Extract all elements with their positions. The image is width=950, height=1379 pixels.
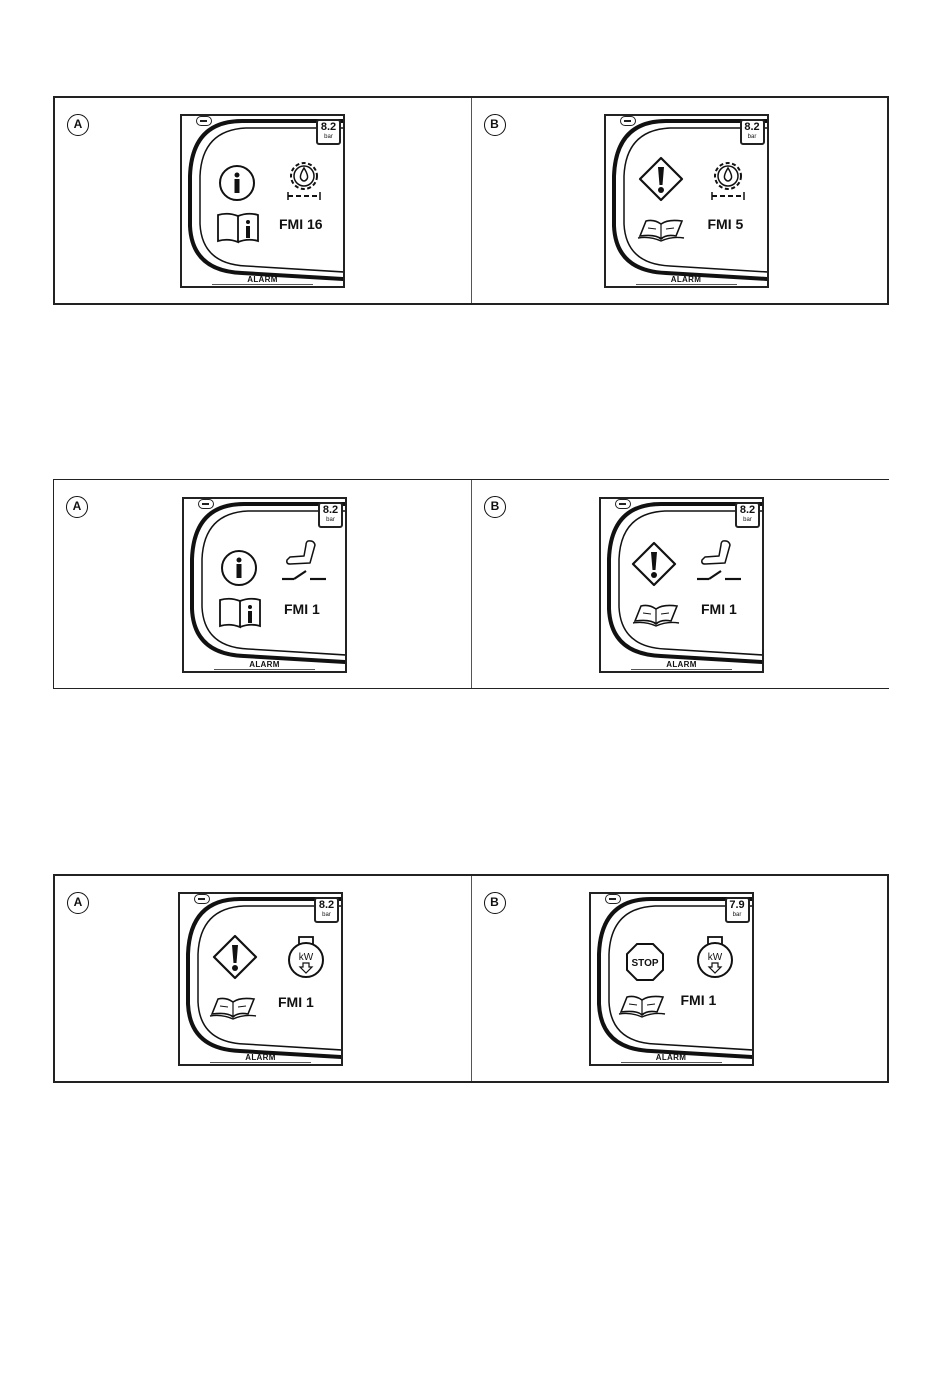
pressure-unit: bar xyxy=(316,912,337,919)
seat-switch-icon xyxy=(695,537,745,583)
oil-pressure-gear-icon xyxy=(708,158,748,202)
pressure-unit: bar xyxy=(737,517,758,524)
brand-logo xyxy=(198,499,214,509)
panel-b: B 7.9 bar STOP xyxy=(471,876,888,1081)
fmi-code: FMI 1 xyxy=(681,992,717,1008)
alarm-underline xyxy=(636,284,737,285)
pressure-value: 8.2 xyxy=(737,504,758,517)
panel-a: A 8.2 bar xyxy=(54,480,471,688)
figure-seat-switch: A 8.2 bar xyxy=(53,479,889,689)
pressure-readout: 8.2 bar xyxy=(318,502,343,528)
panel-letter: A xyxy=(66,496,88,518)
fmi-code: FMI 1 xyxy=(284,601,320,617)
book-info-icon xyxy=(218,597,262,629)
alarm-label: ALARM xyxy=(601,660,762,669)
alarm-underline xyxy=(621,1062,722,1063)
kw-label: kW xyxy=(707,952,722,963)
manual-book-icon xyxy=(617,994,667,1018)
pressure-value: 8.2 xyxy=(316,899,337,912)
pressure-readout: 8.2 bar xyxy=(314,897,339,923)
panel-letter: B xyxy=(484,496,506,518)
display-screen: 8.2 bar FMI 16 xyxy=(180,114,345,288)
fmi-code: FMI 16 xyxy=(279,216,323,232)
pressure-readout: 8.2 bar xyxy=(740,119,765,145)
pressure-readout: 7.9 bar xyxy=(725,897,750,923)
panel-b: B 8.2 bar xyxy=(471,480,889,688)
brand-logo xyxy=(194,894,210,904)
panel-letter: B xyxy=(484,114,506,136)
pressure-unit: bar xyxy=(727,912,748,919)
seat-switch-icon xyxy=(280,537,330,583)
alarm-underline xyxy=(210,1062,311,1063)
stop-label: STOP xyxy=(631,958,658,969)
alarm-label: ALARM xyxy=(184,660,345,669)
panel-letter: B xyxy=(484,892,506,914)
engine-power-derate-icon: kW xyxy=(695,934,735,980)
brand-logo xyxy=(196,116,212,126)
figure-oil-pressure: A 8.2 bar xyxy=(53,96,889,305)
pressure-value: 8.2 xyxy=(320,504,341,517)
alarm-underline xyxy=(214,669,315,670)
panel-a: A 8.2 bar xyxy=(55,876,471,1081)
display-screen: 8.2 bar FMI 1 ALARM xyxy=(182,497,347,673)
display-screen: 8.2 bar kW FMI 1 xyxy=(178,892,343,1066)
warning-icon xyxy=(212,934,258,980)
panel-a: A 8.2 bar xyxy=(55,98,471,303)
info-icon xyxy=(218,164,256,202)
display-screen: 8.2 bar FMI 1 AL xyxy=(599,497,764,673)
fmi-code: FMI 1 xyxy=(701,601,737,617)
panel-letter: A xyxy=(67,892,89,914)
panel-letter: A xyxy=(67,114,89,136)
manual-book-icon xyxy=(631,603,681,627)
manual-book-icon xyxy=(208,996,258,1020)
kw-label: kW xyxy=(299,952,314,963)
display-screen: 8.2 bar FMI xyxy=(604,114,769,288)
pressure-value: 8.2 xyxy=(318,121,339,134)
engine-power-derate-icon: kW xyxy=(286,934,326,980)
oil-pressure-gear-icon xyxy=(284,158,324,202)
pressure-value: 8.2 xyxy=(742,121,763,134)
warning-icon xyxy=(638,156,684,202)
alarm-label: ALARM xyxy=(591,1053,752,1062)
fmi-code: FMI 5 xyxy=(708,216,744,232)
pressure-unit: bar xyxy=(320,517,341,524)
pressure-value: 7.9 xyxy=(727,899,748,912)
pressure-readout: 8.2 bar xyxy=(316,119,341,145)
brand-logo xyxy=(620,116,636,126)
brand-logo xyxy=(605,894,621,904)
panel-b: B 8.2 bar xyxy=(471,98,888,303)
book-info-icon xyxy=(216,212,260,244)
alarm-label: ALARM xyxy=(182,275,343,284)
manual-book-icon xyxy=(636,218,686,242)
alarm-label: ALARM xyxy=(606,275,767,284)
info-icon xyxy=(220,549,258,587)
figure-engine-derate: A 8.2 bar xyxy=(53,874,889,1083)
alarm-underline xyxy=(631,669,732,670)
stop-icon: STOP xyxy=(625,942,665,982)
brand-logo xyxy=(615,499,631,509)
pressure-unit: bar xyxy=(318,134,339,141)
fmi-code: FMI 1 xyxy=(278,994,314,1010)
pressure-unit: bar xyxy=(742,134,763,141)
display-screen: 7.9 bar STOP kW FMI 1 ALARM xyxy=(589,892,754,1066)
pressure-readout: 8.2 bar xyxy=(735,502,760,528)
alarm-underline xyxy=(212,284,313,285)
alarm-label: ALARM xyxy=(180,1053,341,1062)
warning-icon xyxy=(631,541,677,587)
